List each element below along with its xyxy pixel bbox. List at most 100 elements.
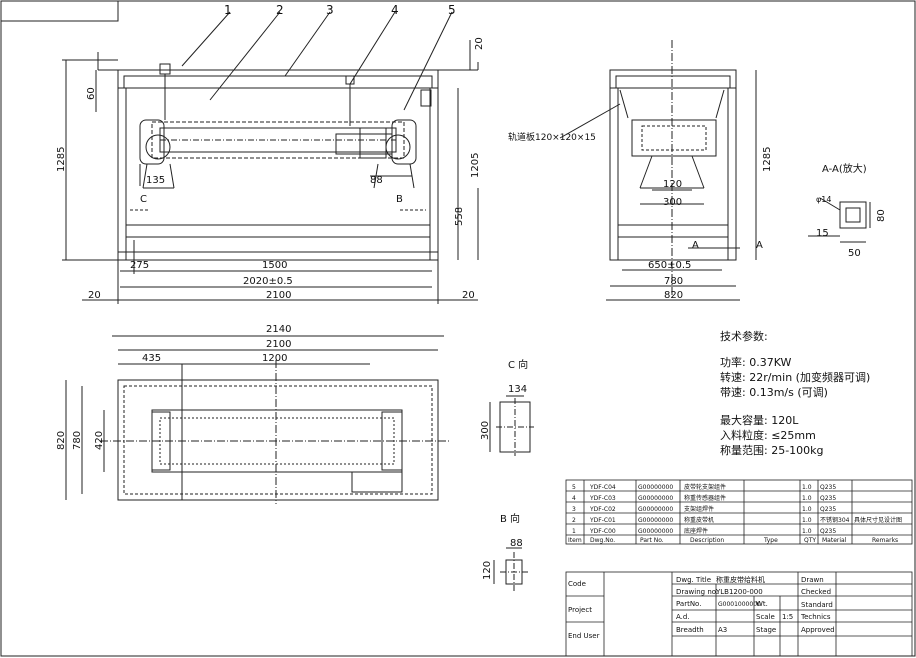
bom-row: 1 YDF-C00 G00000000 底座焊件 1.0 Q235 bbox=[572, 527, 836, 535]
plan-dim-820: 820 bbox=[56, 431, 67, 450]
bom-qty: 1.0 bbox=[802, 484, 812, 491]
bom-header-desc: Description bbox=[690, 537, 724, 544]
plan-dim-1200: 1200 bbox=[262, 353, 287, 364]
bom-dwg-no: YDF-C00 bbox=[589, 528, 616, 535]
view-b bbox=[493, 547, 528, 592]
dim-1285: 1285 bbox=[56, 147, 67, 172]
bom-item-no: 1 bbox=[572, 528, 576, 535]
section-marker-a-left: A bbox=[692, 240, 699, 251]
bom-qty: 1.0 bbox=[802, 506, 812, 513]
side-dim-650: 650±0.5 bbox=[648, 260, 691, 271]
tb-ad-label: A.d. bbox=[676, 613, 690, 621]
tb-project-label: Project bbox=[568, 606, 592, 614]
balloon-5: 5 bbox=[448, 3, 456, 17]
bom-qty: 1.0 bbox=[802, 495, 812, 502]
view-marker-c: C bbox=[140, 194, 147, 205]
balloon-4: 4 bbox=[391, 3, 399, 17]
tech-param-speed: 转速: 22r/min (加变频器可调) bbox=[720, 370, 870, 384]
tb-drawn-label: Drawn bbox=[801, 576, 824, 584]
front-view-dimensions: 20 60 1285 1205 558 88 135 275 1500 2020… bbox=[56, 37, 485, 301]
tb-scale-label: Scale bbox=[756, 613, 775, 621]
tech-params-heading: 技术参数: bbox=[720, 329, 768, 343]
plan-dim-435: 435 bbox=[142, 353, 161, 364]
bom-item-no: 4 bbox=[572, 495, 576, 502]
side-note-rail-plate: 轨道板120×120×15 bbox=[508, 131, 596, 143]
plan-dim-2140: 2140 bbox=[266, 324, 291, 335]
bom-material: Q235 bbox=[820, 528, 836, 535]
side-dim-120: 120 bbox=[663, 179, 682, 190]
bom-item-no: 2 bbox=[572, 517, 576, 524]
front-view bbox=[62, 11, 479, 304]
dim-135: 135 bbox=[146, 175, 165, 186]
tech-param-capacity: 最大容量: 120L bbox=[720, 413, 799, 427]
dim-60: 60 bbox=[86, 87, 97, 100]
side-view-labels: 轨道板120×120×15 1285 120 300 650±0.5 780 8… bbox=[508, 131, 773, 301]
tb-dwg-title-label: Dwg. Title bbox=[676, 576, 711, 584]
bom-row: 2 YDF-C01 G00000000 称重皮带机 1.0 不锈钢304 具体尺… bbox=[572, 516, 902, 524]
dim-88: 88 bbox=[370, 175, 383, 186]
tech-param-power: 功率: 0.37KW bbox=[720, 355, 792, 369]
section-dim-80: 80 bbox=[876, 209, 887, 222]
view-c-dim-134: 134 bbox=[508, 384, 527, 395]
balloon-2: 2 bbox=[276, 3, 284, 17]
tech-param-size: 入料粒度: ≤25mm bbox=[720, 428, 816, 442]
side-dim-780: 780 bbox=[664, 276, 683, 287]
plan-view-labels: 2140 2100 435 1200 820 780 420 bbox=[56, 324, 291, 450]
section-aa-detail bbox=[808, 197, 871, 243]
bom-header-remarks: Remarks bbox=[872, 537, 898, 544]
view-b-dim-88: 88 bbox=[510, 538, 523, 549]
bom-header-type: Type bbox=[763, 537, 778, 544]
section-dim-50: 50 bbox=[848, 248, 861, 259]
tb-end-user-label: End User bbox=[568, 632, 600, 640]
bom-item-no: 5 bbox=[572, 484, 576, 491]
bom-row: 3 YDF-C02 G00000000 支架组焊件 1.0 Q235 bbox=[572, 505, 836, 513]
side-view bbox=[559, 40, 757, 301]
title-block-text: Code Project End User Dwg. Title 称重皮带给料机… bbox=[568, 575, 835, 640]
tech-param-belt-speed: 带速: 0.13m/s (可调) bbox=[720, 386, 828, 399]
bom-part-no: G00000000 bbox=[638, 506, 673, 513]
tb-partno-value: G0001000000 bbox=[718, 601, 761, 608]
view-c-title: C 向 bbox=[508, 358, 528, 371]
bom-header-part: Part No. bbox=[640, 537, 664, 544]
bom-material: Q235 bbox=[820, 506, 836, 513]
dim-right-20: 20 bbox=[462, 290, 475, 301]
tb-breadth-label: Breadth bbox=[676, 626, 704, 634]
title-block bbox=[565, 571, 913, 657]
dim-left-20: 20 bbox=[88, 290, 101, 301]
bom-row: 5 YDF-C04 G00000000 皮带轮支架组件 1.0 Q235 bbox=[572, 483, 836, 491]
bom-item-no: 3 bbox=[572, 506, 576, 513]
plan-dim-420: 420 bbox=[94, 431, 105, 450]
bom-material: Q235 bbox=[820, 495, 836, 502]
section-dim-15: 15 bbox=[816, 228, 829, 239]
tb-technics-label: Technics bbox=[800, 613, 831, 621]
bom-material: Q235 bbox=[820, 484, 836, 491]
bom-row: 4 YDF-C03 G00000000 称重传感器组件 1.0 Q235 bbox=[572, 494, 836, 502]
side-dim-300: 300 bbox=[663, 197, 682, 208]
bom-table bbox=[565, 479, 913, 545]
balloon-3: 3 bbox=[326, 3, 334, 17]
technical-parameters: 技术参数: 功率: 0.37KW 转速: 22r/min (加变频器可调) 带速… bbox=[720, 329, 870, 457]
bom-header-material: Material bbox=[822, 537, 847, 544]
dim-558: 558 bbox=[454, 207, 465, 226]
dim-275: 275 bbox=[130, 260, 149, 271]
balloon-labels: 1 2 3 4 5 bbox=[224, 3, 456, 17]
side-dim-1285: 1285 bbox=[762, 147, 773, 172]
bom-dwg-no: YDF-C01 bbox=[589, 517, 616, 524]
bom-qty: 1.0 bbox=[802, 528, 812, 535]
balloon-1: 1 bbox=[224, 3, 232, 17]
bom-description: 底座焊件 bbox=[684, 527, 708, 535]
section-aa-title: A-A(放大) bbox=[822, 162, 867, 175]
tb-drawing-no-label: Drawing no. bbox=[676, 588, 718, 596]
bom-part-no: G00000000 bbox=[638, 528, 673, 535]
bom-description: 支架组焊件 bbox=[684, 505, 714, 513]
tb-breadth-value: A3 bbox=[718, 626, 727, 634]
view-c bbox=[489, 395, 534, 456]
tb-checked-label: Checked bbox=[801, 588, 831, 596]
tb-standard-label: Standard bbox=[801, 601, 833, 609]
tb-stage-label: Stage bbox=[756, 626, 776, 634]
plan-dim-2100: 2100 bbox=[266, 339, 291, 350]
dim-1500: 1500 bbox=[262, 260, 287, 271]
bom-header-row: Item Dwg.No. Part No. Description Type Q… bbox=[568, 537, 898, 544]
